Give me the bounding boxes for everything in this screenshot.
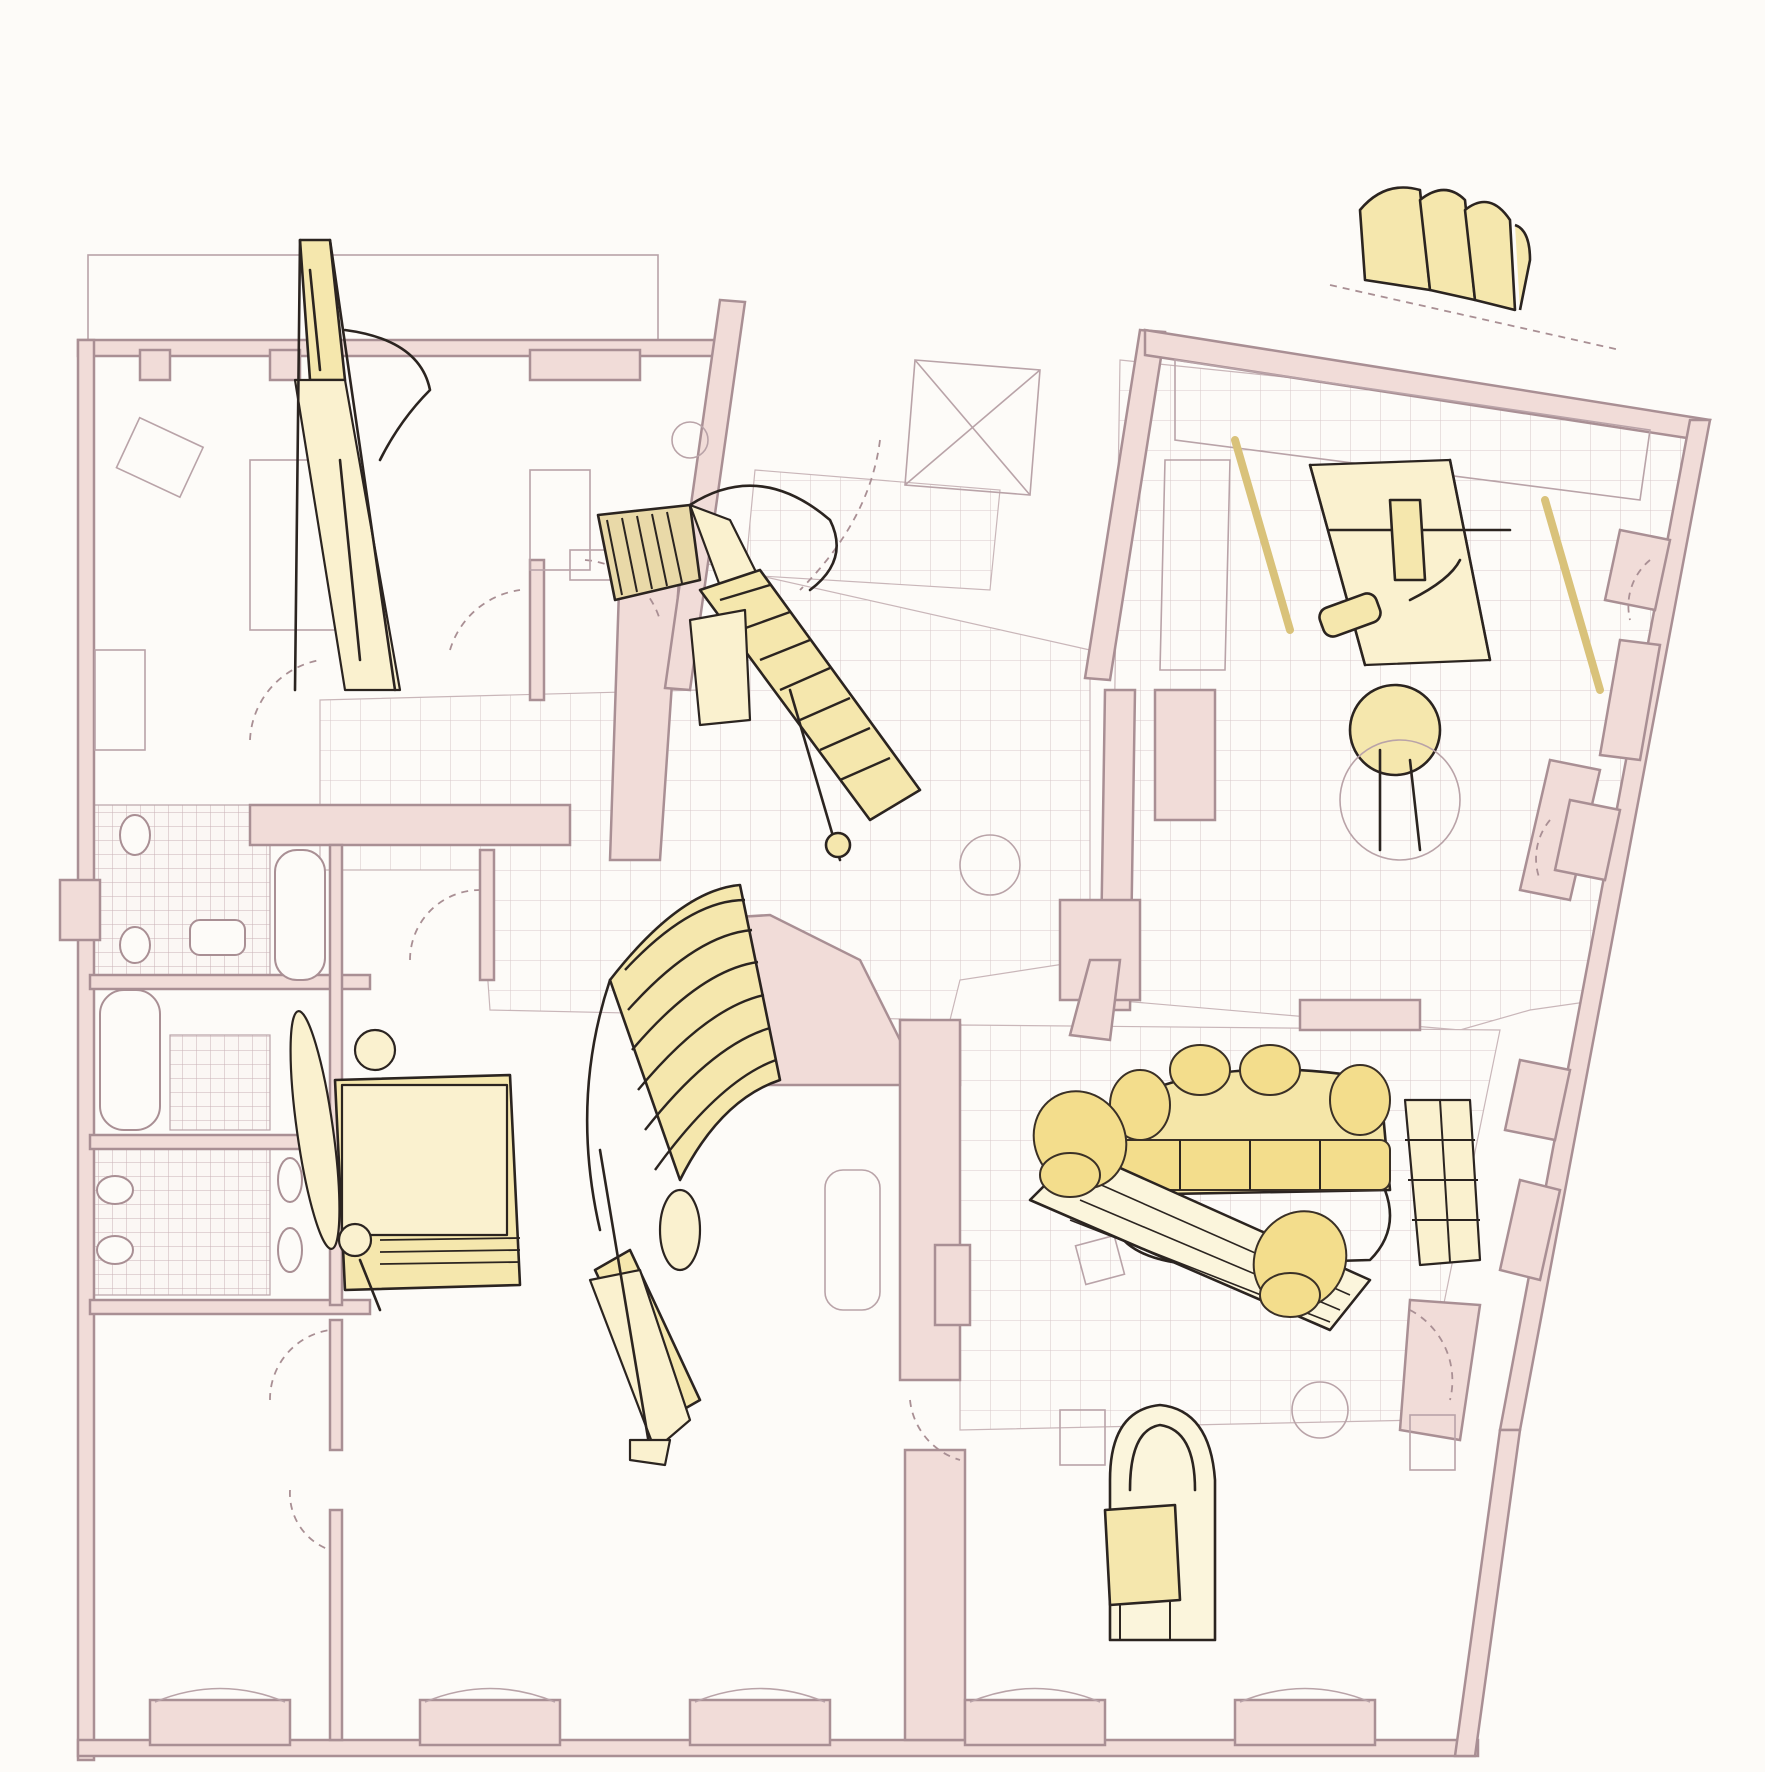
armchair-icon xyxy=(1103,1403,1217,1642)
balcony-top xyxy=(87,254,659,341)
shelving-icon xyxy=(1231,436,1604,694)
armchair-icon xyxy=(1032,1090,1128,1198)
desk-icon xyxy=(1308,458,1512,667)
sofa-icon xyxy=(1107,1044,1392,1267)
round-table-icon xyxy=(1339,683,1461,861)
desk-icon xyxy=(115,416,205,499)
bathtub-icon xyxy=(99,989,161,1131)
staircase-icon xyxy=(596,484,922,862)
doors-and-details xyxy=(94,359,1651,1551)
radiator-icon xyxy=(148,1687,1377,1747)
radiator-icon xyxy=(1503,528,1672,1142)
upper-corridor-tiles xyxy=(744,469,1001,591)
fireplace-icon xyxy=(933,1243,972,1327)
bathtub-icon xyxy=(274,849,326,981)
shelving-icon xyxy=(1329,186,1621,351)
walls xyxy=(58,254,1712,1762)
bath-vent-tiles xyxy=(169,1034,271,1131)
armchair-icon xyxy=(1252,1210,1348,1318)
shelving-icon xyxy=(293,238,432,692)
bathroom-lower-tiles xyxy=(89,1144,271,1296)
bed-icon xyxy=(289,1010,522,1312)
shelving-icon xyxy=(588,1148,702,1467)
shelving-icon xyxy=(1403,1098,1482,1267)
bookshelf-icon xyxy=(585,883,782,1232)
